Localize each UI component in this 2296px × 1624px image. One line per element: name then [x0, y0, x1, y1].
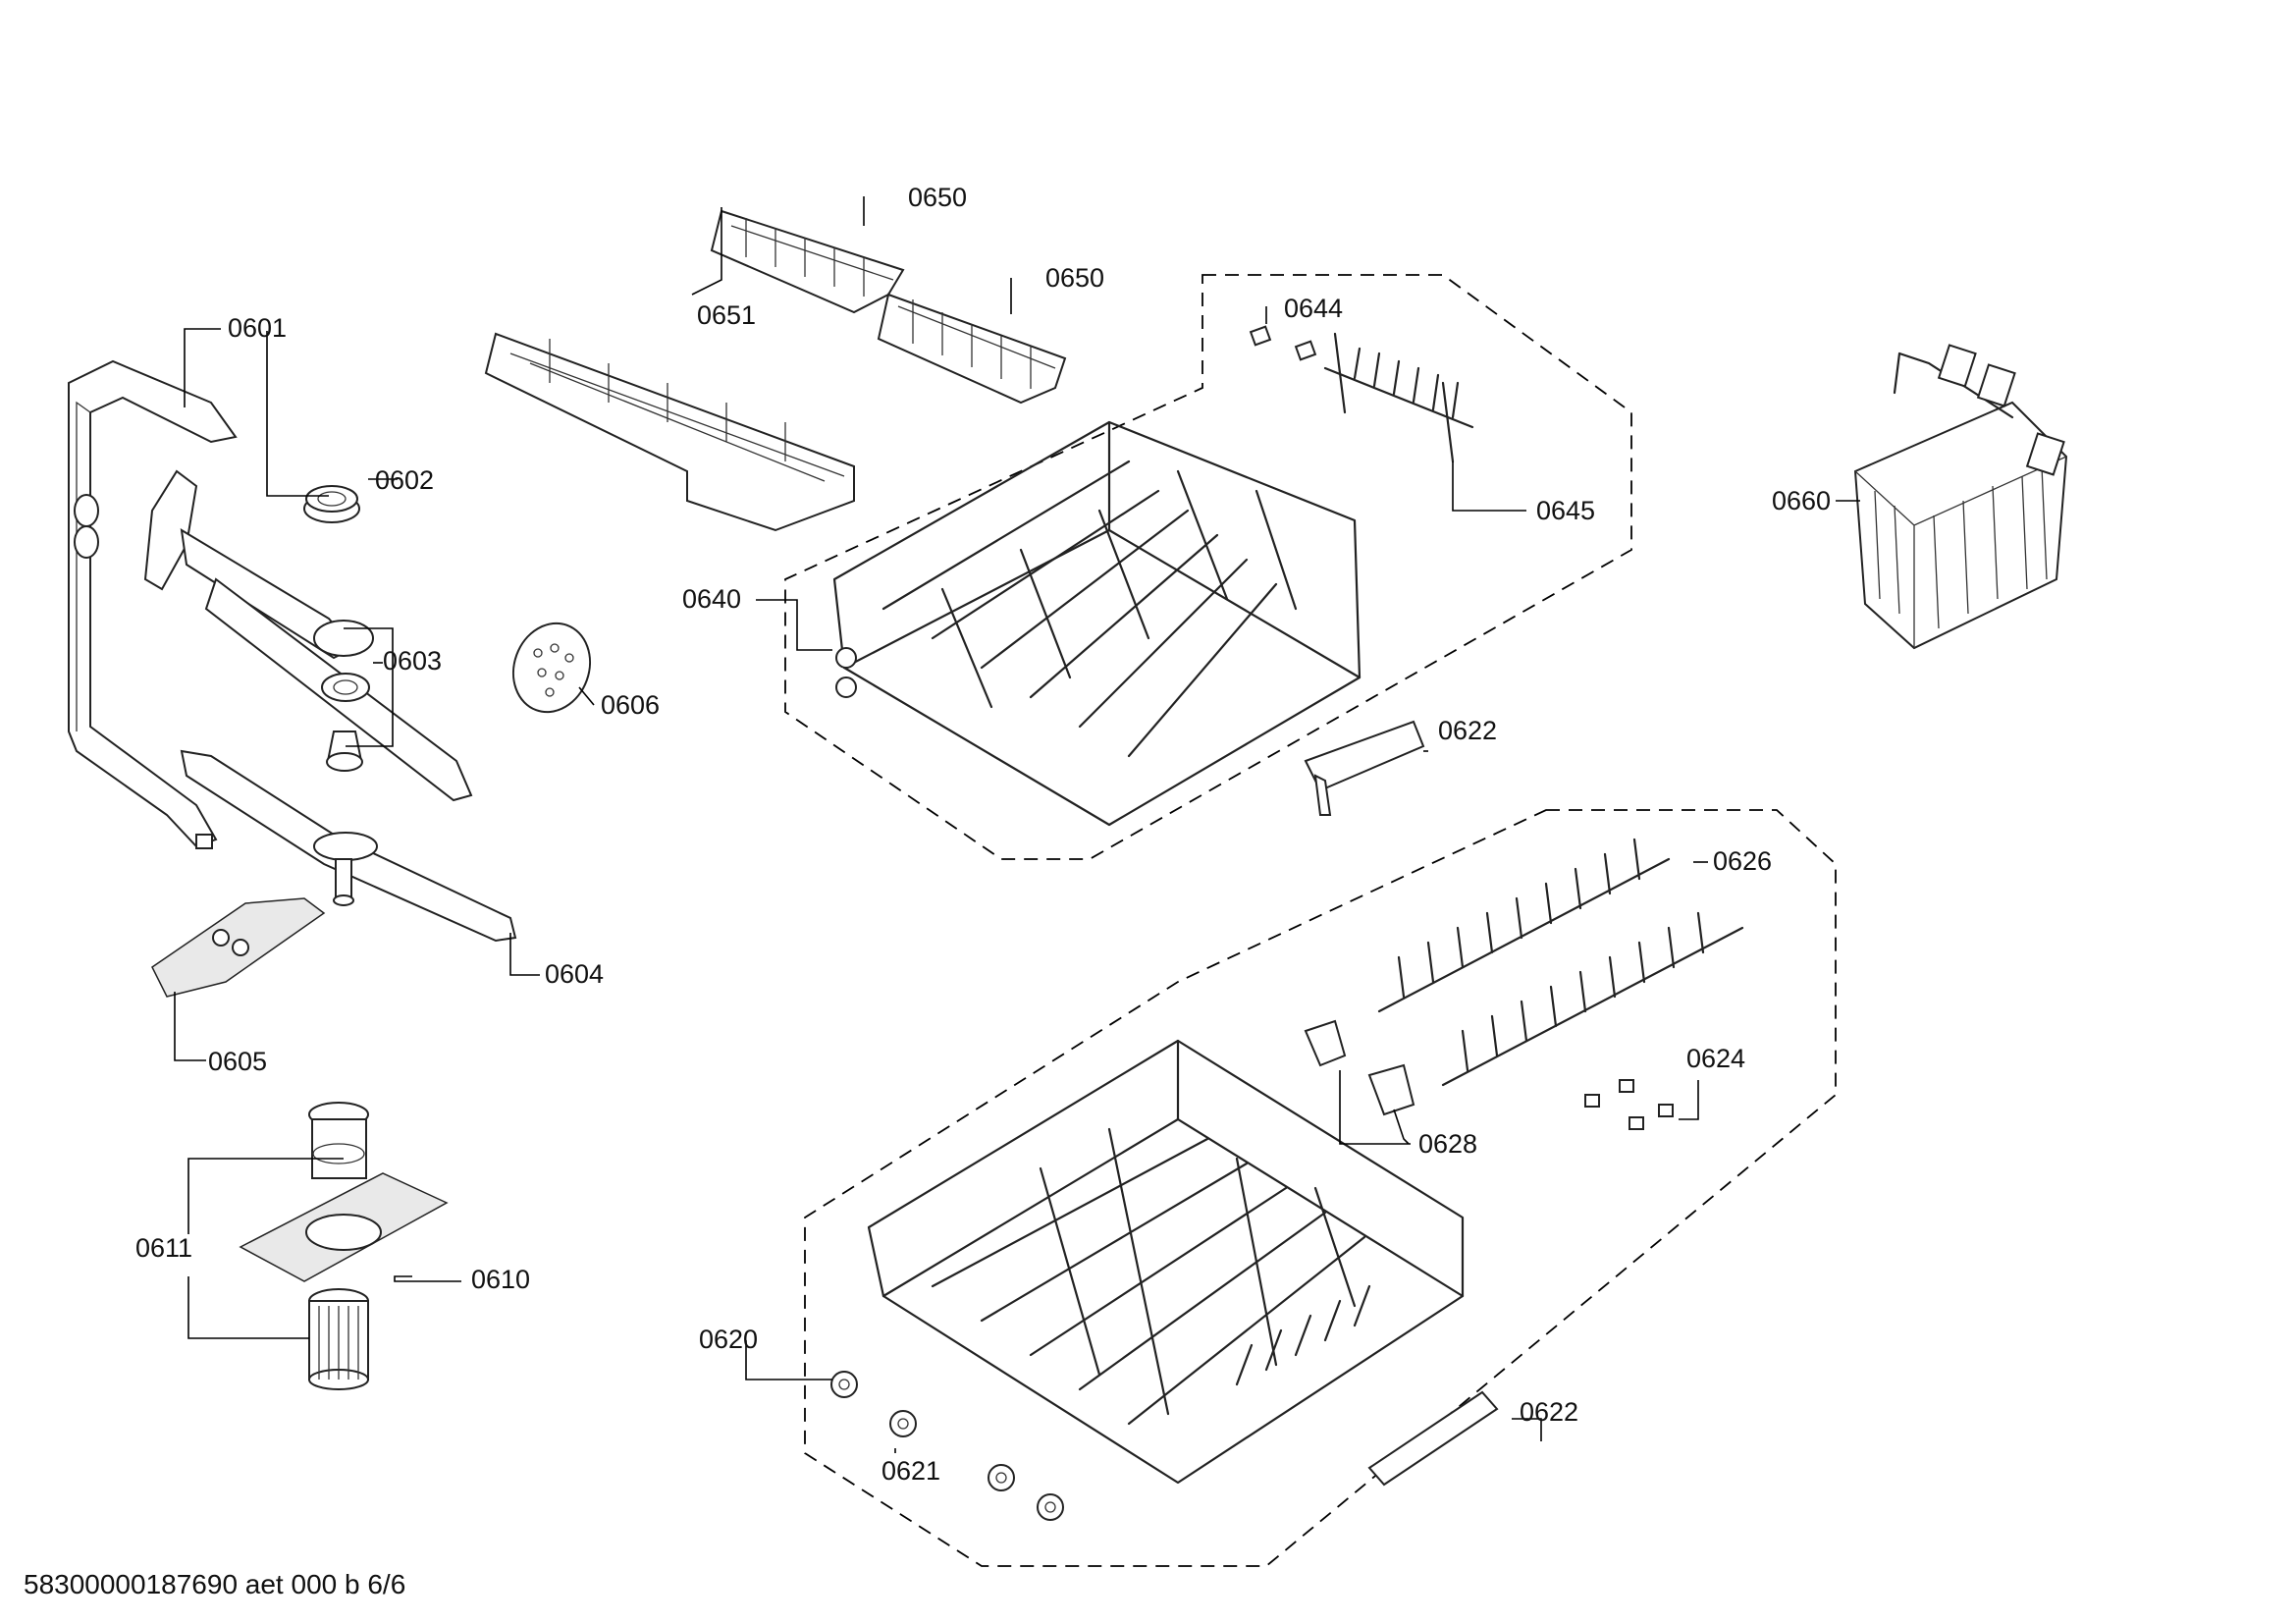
callout-0602: 0602 [375, 465, 435, 495]
handle-upper-part [1304, 720, 1425, 816]
small-parts-set-part [1584, 1079, 1674, 1130]
callout-0622a: 0622 [1438, 716, 1498, 745]
document-reference: 58300000187690 aet 000 b 6/6 [24, 1569, 406, 1599]
callout-0651: 0651 [697, 300, 757, 330]
callout-0645: 0645 [1536, 496, 1596, 525]
clip-part [1249, 325, 1317, 361]
filter-assembly-part [239, 1102, 449, 1390]
supply-pipe-part [68, 359, 238, 849]
leader-lines [174, 196, 1860, 1453]
wheel-part [830, 1371, 1064, 1521]
deflector-plate-part [151, 897, 326, 998]
callout-0605: 0605 [208, 1047, 268, 1076]
folding-tines-part [1323, 332, 1474, 463]
lower-basket-group-outline [804, 809, 1837, 1567]
callout-0650b: 0650 [1045, 263, 1105, 293]
upper-basket-part [832, 420, 1362, 827]
cutlery-basket-part [1853, 344, 2068, 650]
callout-0620: 0620 [699, 1325, 759, 1354]
callout-0601: 0601 [228, 313, 288, 343]
lower-basket-part [867, 1039, 1465, 1485]
tine-rack-lower-part [877, 293, 1067, 405]
handle-lower-part [1367, 1390, 1499, 1487]
tine-rack-upper-part [710, 209, 905, 314]
callout-0621: 0621 [881, 1456, 941, 1486]
callout-0660: 0660 [1772, 486, 1832, 515]
callout-0650a: 0650 [908, 183, 968, 212]
callout-0622b: 0622 [1520, 1397, 1579, 1427]
callout-0604: 0604 [545, 959, 605, 989]
connector-ring-part [303, 485, 360, 523]
callout-0626: 0626 [1713, 846, 1773, 876]
callout-0640: 0640 [682, 584, 742, 614]
hinge-part [1304, 1019, 1415, 1116]
callout-0606: 0606 [601, 690, 661, 720]
filter-disc-part [511, 622, 592, 714]
upper-spray-arm-part [143, 469, 473, 802]
callout-0628: 0628 [1418, 1129, 1478, 1159]
callout-0624: 0624 [1686, 1044, 1746, 1073]
cup-shelf-part [484, 332, 855, 532]
callout-0611: 0611 [135, 1233, 193, 1263]
callout-0610: 0610 [471, 1265, 531, 1294]
upper-basket-group-outline [784, 274, 1632, 860]
callout-0644: 0644 [1284, 294, 1344, 323]
callout-0603: 0603 [383, 646, 443, 676]
plate-rack-part [1377, 838, 1744, 1087]
lower-spray-arm-part [180, 749, 517, 943]
